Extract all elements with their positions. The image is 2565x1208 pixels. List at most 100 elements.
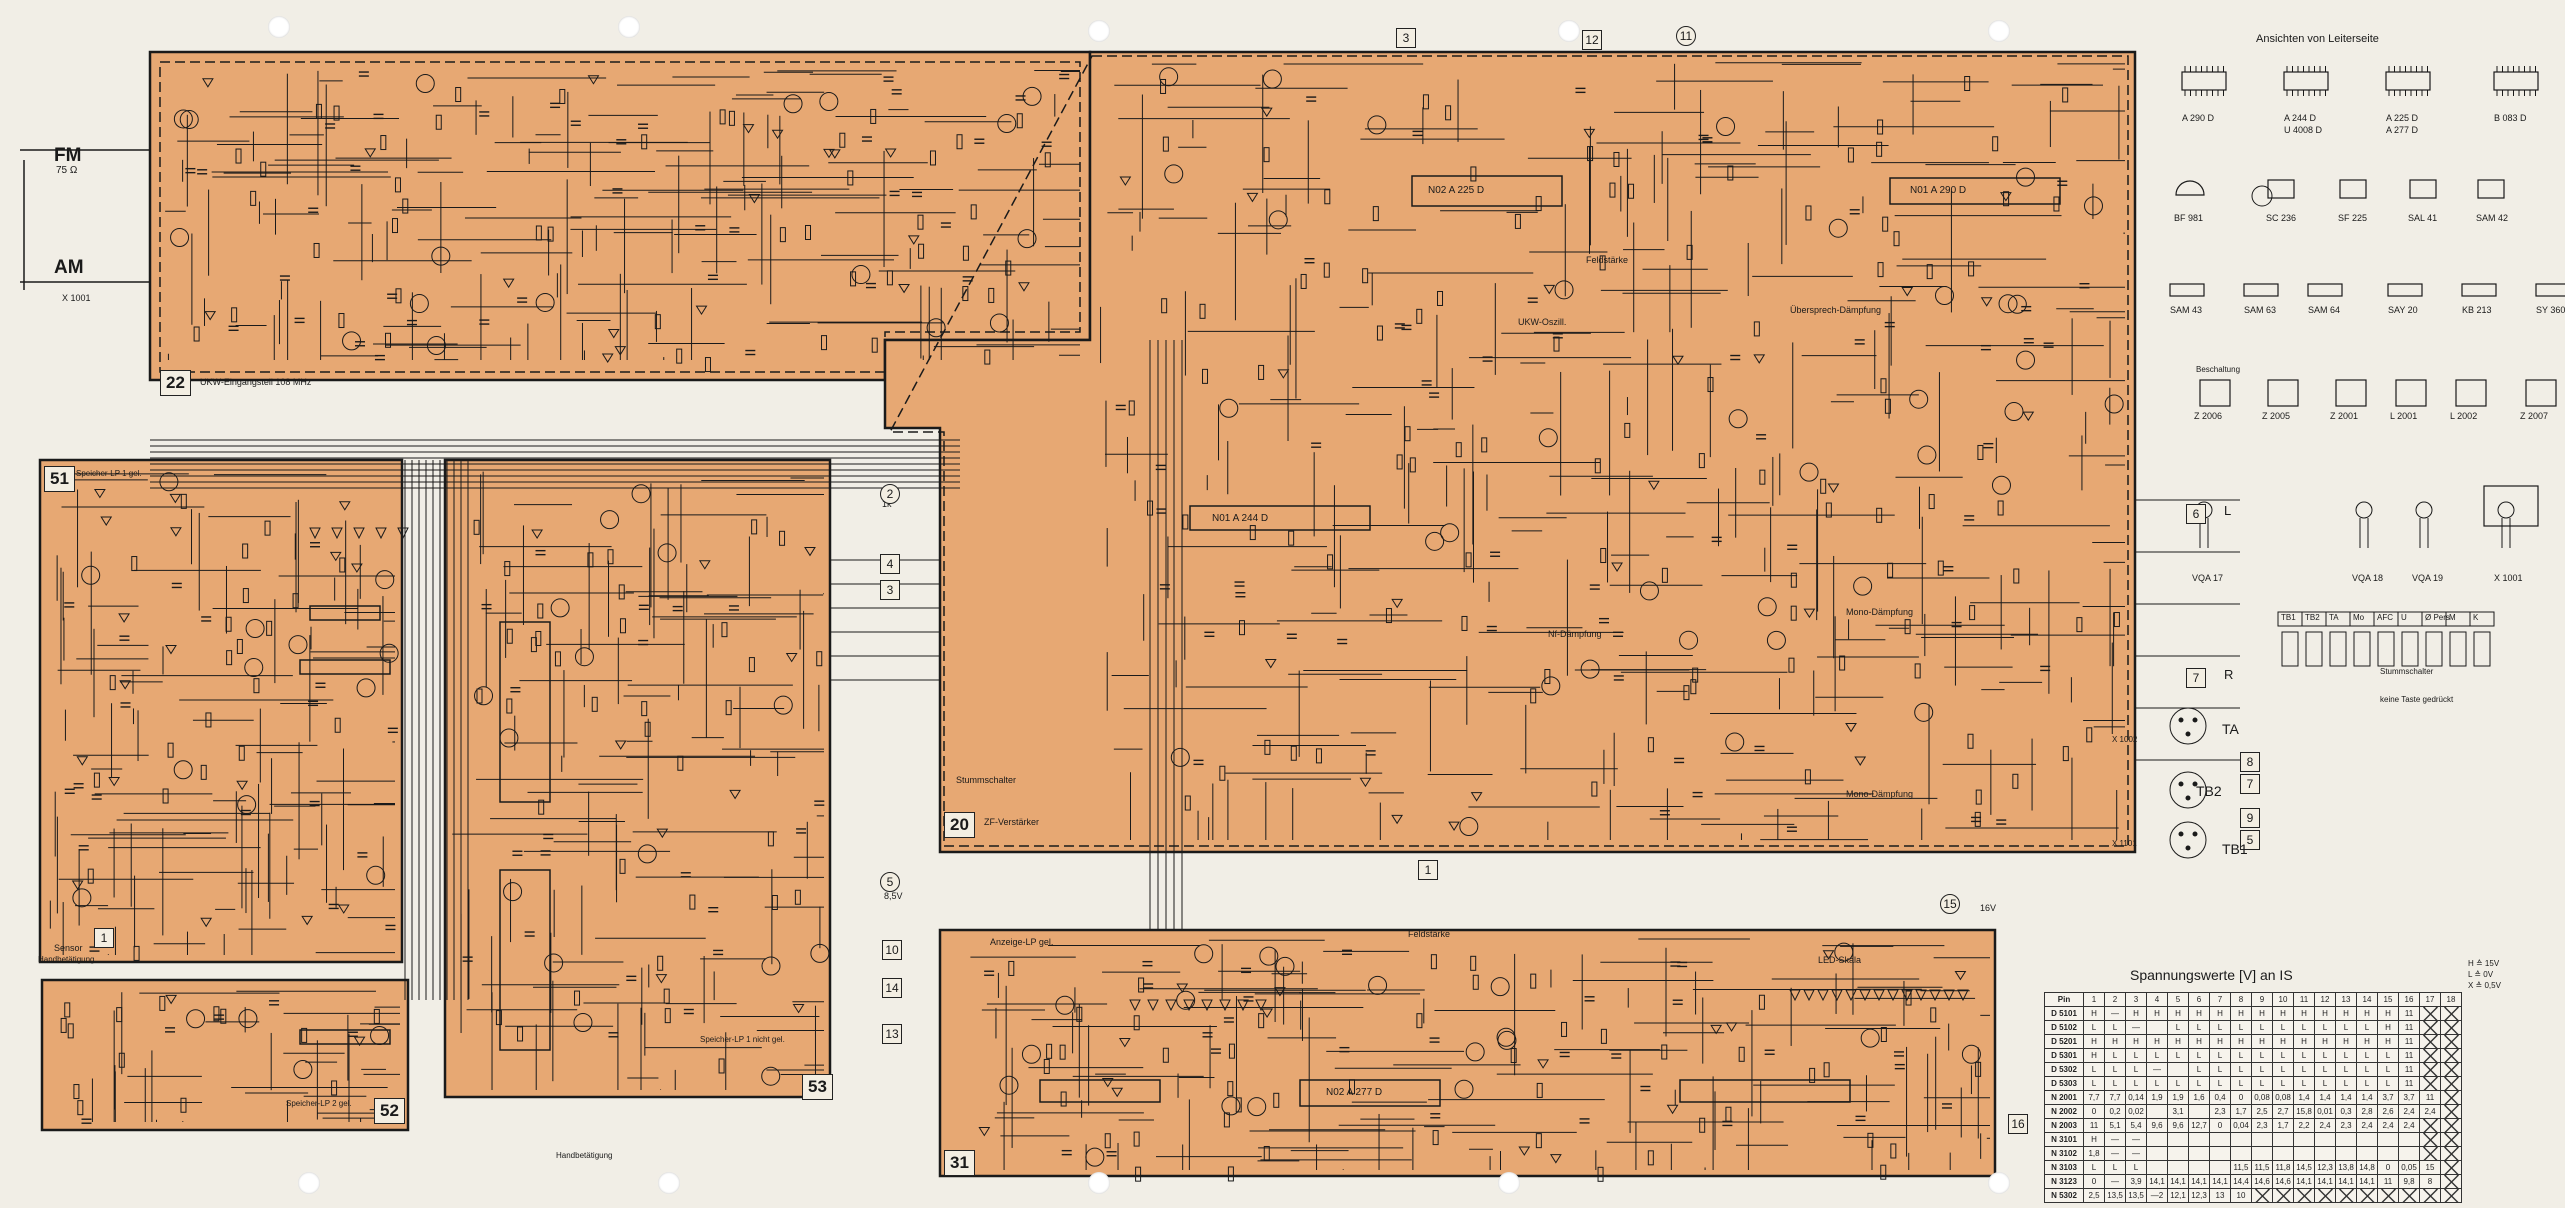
voltage-table-cell: 14,1 — [2209, 1174, 2231, 1189]
voltage-table-cell — [2335, 1146, 2357, 1161]
voltage-table-cell: — — [2104, 1174, 2126, 1189]
b20-resistor — [1967, 733, 1974, 749]
b31-transistor — [1961, 1044, 1981, 1064]
voltage-table-cell: L — [2356, 1062, 2378, 1077]
b20-resistor — [1161, 298, 1168, 314]
legend-coil-label: Z 2006 — [2194, 411, 2223, 421]
b22-transistor — [170, 227, 190, 247]
b22-resistor — [962, 245, 969, 261]
voltage-table-cell: L — [2104, 1160, 2126, 1175]
voltage-table-pin: 18 — [2440, 992, 2462, 1007]
legend-diode-label: KB 213 — [2462, 305, 2492, 315]
b51-transistor — [237, 795, 257, 815]
b31-diode — [1518, 1146, 1531, 1156]
voltage-table-cell: 14,8 — [2356, 1160, 2378, 1175]
annot-mono-daempfung-2: Mono-Dämpfung — [1846, 789, 1914, 799]
voltage-table-pin: 13 — [2335, 992, 2357, 1007]
voltage-table-cell: L — [2209, 1076, 2231, 1091]
b20-transistor — [1853, 576, 1873, 596]
b31-resistor — [1228, 1043, 1235, 1059]
b20-resistor — [2086, 727, 2093, 743]
voltage-table-cell: L — [2251, 1020, 2273, 1035]
voltage-table-cell: 11 — [2398, 1062, 2420, 1077]
voltage-table-cell: 2,4 — [2356, 1118, 2378, 1133]
voltage-table-cell — [2377, 1132, 2399, 1147]
voltage-table-cell: 7,7 — [2083, 1090, 2105, 1105]
b31-resistor — [1223, 1112, 1230, 1128]
voltage-table-cell: —2 — [2146, 1188, 2168, 1203]
voltage-table-cell — [2356, 1132, 2378, 1147]
b51-diode — [301, 915, 314, 926]
voltage-table-cell: H — [2188, 1006, 2210, 1021]
b51-diode — [71, 880, 84, 891]
voltage-table-cell: L — [2230, 1048, 2252, 1063]
b20-resistor — [1992, 136, 1999, 152]
voltage-table-cell — [2230, 1146, 2252, 1161]
voltage-table-cell: 0,05 — [2398, 1160, 2420, 1175]
terminal-11: 11 — [1676, 26, 1696, 46]
b20-resistor — [1969, 605, 1976, 621]
voltage-table-cell — [2440, 1006, 2462, 1021]
voltage-table-cell — [2272, 1146, 2294, 1161]
b53-diode — [614, 740, 627, 750]
voltage-table-cell: H — [2293, 1006, 2315, 1021]
terminal-2: 2 — [880, 484, 900, 504]
voltage-table-cell: 2,4 — [2398, 1118, 2420, 1133]
voltage-table-cell — [2293, 1188, 2315, 1203]
legend-transistor — [2267, 179, 2295, 199]
legend-led-label: VQA 19 — [2412, 573, 2444, 583]
b22-transistor — [173, 109, 193, 129]
b51-diode — [119, 680, 132, 690]
b22-diode — [204, 311, 217, 321]
voltage-table-cell: 0,14 — [2125, 1090, 2147, 1105]
voltage-table-cell — [2272, 1132, 2294, 1147]
b20-resistor — [2076, 617, 2083, 633]
led-symbol — [1147, 999, 1159, 1012]
b53-resistor — [535, 630, 542, 646]
voltage-table-cell: L — [2209, 1048, 2231, 1063]
b20-resistor — [1997, 500, 2004, 516]
voltage-table-cell: H — [2314, 1034, 2336, 1049]
annot-mono-daempfung-1: Mono-Dämpfung — [1846, 607, 1914, 617]
b22-diode — [771, 129, 784, 140]
legend-led-label: X 1001 — [2494, 573, 2523, 583]
b20-diode — [1543, 284, 1556, 295]
b20-transistor — [1164, 164, 1184, 184]
terminal-16: 16 — [2008, 1114, 2028, 1134]
voltage-table-cell: L — [2272, 1048, 2294, 1063]
legend-transistor-label: SAL 41 — [2408, 213, 2438, 223]
b31-resistor — [1823, 1062, 1830, 1078]
b22-resistor — [1005, 260, 1012, 276]
b53-resistor — [517, 1026, 524, 1042]
voltage-table-cell: 0,08 — [2251, 1090, 2273, 1105]
voltage-table-cell — [2209, 1132, 2231, 1147]
b20-resistor — [1968, 261, 1975, 277]
board-title-52: Speicher-LP 2 gel. — [286, 1099, 352, 1108]
b31-resistor — [1880, 1164, 1887, 1180]
b20-diode — [1803, 608, 1816, 619]
b20-transistor — [2083, 196, 2103, 216]
legend-coil-outline — [2199, 379, 2231, 407]
legend-coil-outline — [2395, 379, 2427, 407]
b20-transistor — [1262, 69, 1282, 89]
b31-diode — [1710, 1024, 1723, 1035]
voltage-table-cell: 0,3 — [2335, 1104, 2357, 1119]
b20-resistor — [1409, 457, 1416, 473]
voltage-table-cell — [2188, 1160, 2210, 1175]
voltage-table-cell: 12,3 — [2188, 1188, 2210, 1203]
b20-resistor — [1647, 737, 1654, 753]
legend-heading: Ansichten von Leiterseite — [2256, 33, 2379, 45]
b53-resistor — [473, 519, 480, 535]
voltage-table-cell — [2314, 1188, 2336, 1203]
b53-resistor — [506, 698, 513, 714]
legend-diode-label: SAY 20 — [2388, 305, 2418, 315]
b53-transistor — [600, 510, 620, 530]
legend-switch-contact — [2377, 631, 2395, 667]
b20-resistor — [1470, 166, 1477, 182]
b31-transistor — [1247, 1097, 1267, 1117]
b22-resistor — [988, 287, 995, 303]
voltage-table-cell — [2419, 1076, 2441, 1091]
b53-transistor — [773, 695, 793, 715]
voltage-table-ic-name: D 5301 — [2044, 1048, 2084, 1063]
